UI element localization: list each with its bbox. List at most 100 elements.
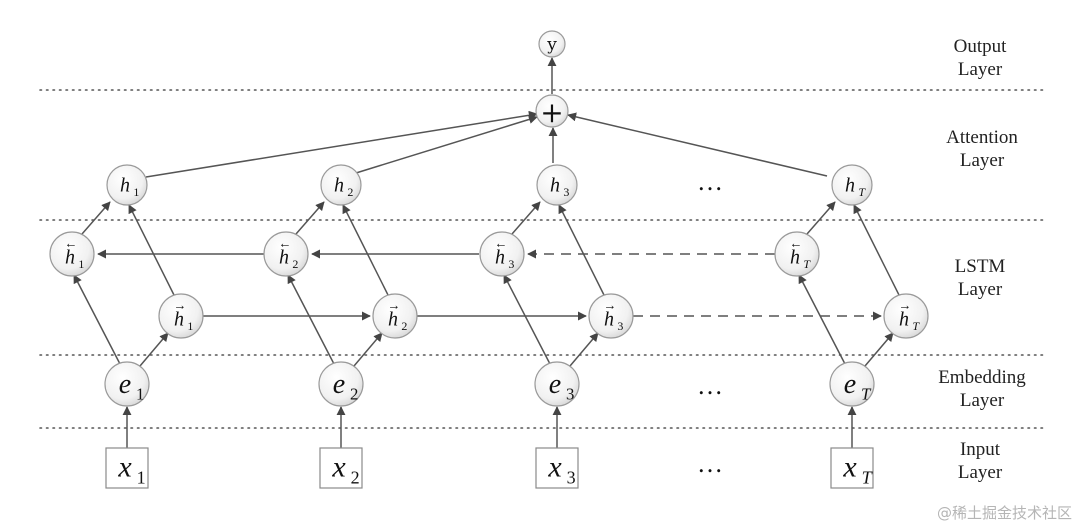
ellipsis-attention: … [697,167,723,196]
output-node: y [538,30,566,58]
attention-layer-label-line2: Layer [960,150,1005,171]
input-T-subscript: T [862,468,874,488]
edge-e3-to-fwd3 [569,332,599,367]
forward-1-subscript: 1 [187,319,193,333]
forward-T-subscript: T [912,319,920,333]
embedding-2-subscript: 2 [350,384,358,403]
backward-T-symbol: h [790,246,800,268]
edges [73,57,900,448]
forward-1-symbol: h [174,308,184,330]
edge-e1-to-back1 [73,274,121,365]
forward-1-arrow: → [174,297,187,312]
embedding-3-symbol: e [549,369,561,400]
embedding-3-subscript: 3 [566,384,574,403]
embedding-2-symbol: e [333,369,345,400]
hidden-node-circle [106,164,148,206]
input-box-frame [535,447,579,489]
backward-T-subscript: T [803,257,811,271]
backward-1-subscript: 1 [78,257,84,271]
lstm-layer-label-line2: Layer [958,279,1003,300]
forward-3-arrow: → [604,297,617,312]
lstm-layer-label-line1: LSTM [955,256,1006,277]
forward-node-circle [883,293,929,339]
backward-T-arrow: ← [790,235,803,250]
input-2-subscript: 2 [351,468,360,488]
backward-1-symbol: h [65,246,75,268]
forward-3-symbol: h [604,308,614,330]
hidden-2-symbol: h [334,174,344,196]
output-layer-label-line1: Output [954,36,1008,57]
backward-node-circle [263,231,309,277]
edge-back1-to-h1 [81,201,111,235]
input-3-subscript: 3 [567,468,576,488]
edge-fwd3-to-h3 [558,204,605,296]
embedding-1-symbol: e [119,369,131,400]
embedding-node-circle [829,361,875,407]
embedding-layer-label-line2: Layer [960,390,1005,411]
backward-3-subscript: 3 [508,257,514,271]
edge-e1-to-fwd1 [139,332,169,367]
attention-layer-label-line1: Attention [946,127,1018,148]
forward-node-circle [372,293,418,339]
backward-2-arrow: ← [279,235,292,250]
hidden-node-circle [831,164,873,206]
edge-fwd1-to-h1 [128,204,175,296]
forward-3-subscript: 3 [617,319,623,333]
edge-fwdT-to-hT [853,204,900,296]
backward-node-circle [479,231,525,277]
forward-node-circle [588,293,634,339]
backward-3-arrow: ← [495,235,508,250]
input-box-frame [319,447,363,489]
hidden-3-symbol: h [550,174,560,196]
input-3-symbol: x [547,451,562,484]
edge-back3-to-h3 [511,201,541,235]
edge-fwd2-to-h2 [342,204,389,296]
edge-backT-to-hT [806,201,836,235]
forward-2-subscript: 2 [401,319,407,333]
hidden-1-subscript: 1 [133,185,139,199]
embedding-T-subscript: T [861,384,872,403]
edge-back2-to-h2 [295,201,325,235]
ellipsis-markers: … … … [697,167,723,478]
ellipsis-input: … [697,449,723,478]
input-layer-label-line2: Layer [958,462,1003,483]
forward-T-arrow: → [899,297,912,312]
hidden-1-symbol: h [120,174,130,196]
forward-T-symbol: h [899,308,909,330]
output-label: y [546,35,557,55]
hidden-3-subscript: 3 [563,185,569,199]
hidden-node-circle [536,164,578,206]
forward-2-arrow: → [388,297,401,312]
input-T-symbol: x [842,451,857,484]
hidden-2-subscript: 2 [347,185,353,199]
edge-eT-to-fwdT [864,332,894,367]
forward-2-symbol: h [388,308,398,330]
edge-h1-to-sum [145,110,538,178]
edge-e2-to-back2 [287,274,335,365]
backward-2-subscript: 2 [292,257,298,271]
embedding-node-circle [104,361,150,407]
edge-h2-to-sum [355,115,538,174]
hidden-T-symbol: h [845,174,855,196]
edge-hT-to-sum [567,112,828,177]
input-2-symbol: x [331,451,346,484]
embedding-node-circle [534,361,580,407]
layer-labels: Output Layer Attention Layer LSTM Layer … [938,36,1026,483]
input-box-frame [830,447,874,489]
